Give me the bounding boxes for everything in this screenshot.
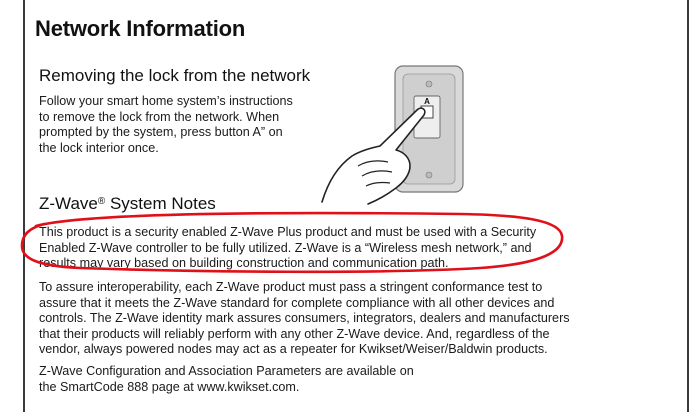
zwave-security-paragraph: This product is a security enabled Z-Wav…: [39, 225, 599, 272]
text-line: This product is a security enabled Z-Wav…: [39, 225, 537, 239]
hand-finger-crease: [365, 181, 391, 187]
text-line: To assure interoperability, each Z-Wave …: [39, 280, 543, 294]
pointing-hand: [321, 107, 426, 205]
removing-lock-heading: Removing the lock from the network: [39, 66, 311, 85]
lock-interior-illustration: A: [321, 65, 464, 205]
text-line: to remove the lock from the network. Whe…: [39, 109, 280, 124]
hand-finger-crease: [361, 170, 393, 177]
lock-screw-top: [425, 80, 433, 88]
zwave-notes-heading: Z-Wave® System Notes: [39, 194, 216, 214]
text-line: vendor, always powered nodes may act as …: [39, 342, 548, 357]
removing-lock-instructions: Follow your smart home system’s instruct…: [39, 94, 339, 156]
text-line: Enabled Z-Wave controller to be fully ut…: [39, 240, 532, 255]
text-line: prompted by the system, press button A” …: [39, 125, 283, 140]
text-line: controls. The Z-Wave identity mark assur…: [39, 311, 570, 326]
registered-mark: ®: [97, 196, 106, 207]
text-line: results may vary based on building const…: [39, 256, 449, 271]
zwave-interoperability-paragraph: To assure interoperability, each Z-Wave …: [39, 280, 604, 358]
text-line: the SmartCode 888 page at www.kwikset.co…: [39, 379, 300, 394]
hand-finger-crease: [357, 160, 389, 167]
text-line: the lock interior once.: [39, 140, 159, 155]
zwave-config-paragraph: Z-Wave Configuration and Association Par…: [39, 364, 459, 395]
page-frame: [23, 0, 689, 412]
text-line: Follow your smart home system’s instruct…: [39, 94, 293, 108]
text-line: assure that it meets the Z-Wave standard…: [39, 295, 555, 310]
zwave-heading-suffix: System Notes: [105, 194, 216, 213]
page-title: Network Information: [35, 16, 246, 41]
button-a-label: A: [424, 97, 430, 106]
zwave-heading-text: Z-Wave: [39, 194, 98, 213]
text-line: that their products will reliably perfor…: [39, 326, 550, 341]
text-line: Z-Wave Configuration and Association Par…: [39, 364, 414, 378]
lock-screw-bottom: [425, 171, 433, 179]
